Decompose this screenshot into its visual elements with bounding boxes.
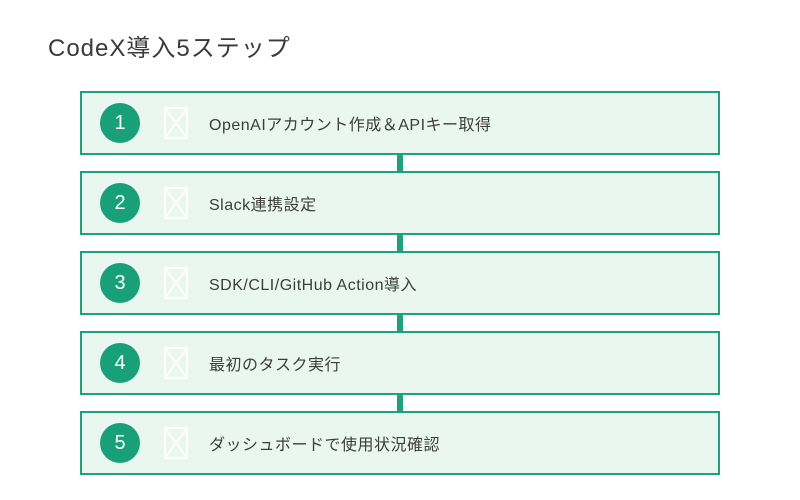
- step-number-badge: 1: [100, 103, 140, 143]
- step-connector: [397, 395, 403, 411]
- step-label: Slack連携設定: [209, 197, 317, 214]
- step-number-badge: 5: [100, 423, 140, 463]
- step-label: OpenAIアカウント作成＆APIキー取得: [209, 117, 492, 134]
- steps-list: 1 OpenAIアカウント作成＆APIキー取得 2 Slack連携設定 3 SD…: [80, 91, 720, 475]
- step-label: ダッシュボードで使用状況確認: [209, 437, 441, 454]
- step-box-3: 3 SDK/CLI/GitHub Action導入: [80, 251, 720, 315]
- step-number-badge: 3: [100, 263, 140, 303]
- step-number-badge: 2: [100, 183, 140, 223]
- step-number-badge: 4: [100, 343, 140, 383]
- step-label: 最初のタスク実行: [209, 357, 342, 374]
- missing-glyph-tofu-icon: [164, 347, 188, 379]
- step-label: SDK/CLI/GitHub Action導入: [209, 277, 418, 294]
- missing-glyph-tofu-icon: [164, 427, 188, 459]
- page-title: CodeX導入5ステップ: [48, 35, 291, 62]
- step-box-2: 2 Slack連携設定: [80, 171, 720, 235]
- missing-glyph-tofu-icon: [164, 267, 188, 299]
- step-box-5: 5 ダッシュボードで使用状況確認: [80, 411, 720, 475]
- missing-glyph-tofu-icon: [164, 107, 188, 139]
- missing-glyph-tofu-icon: [164, 187, 188, 219]
- step-connector: [397, 155, 403, 171]
- step-box-1: 1 OpenAIアカウント作成＆APIキー取得: [80, 91, 720, 155]
- step-connector: [397, 235, 403, 251]
- step-connector: [397, 315, 403, 331]
- step-box-4: 4 最初のタスク実行: [80, 331, 720, 395]
